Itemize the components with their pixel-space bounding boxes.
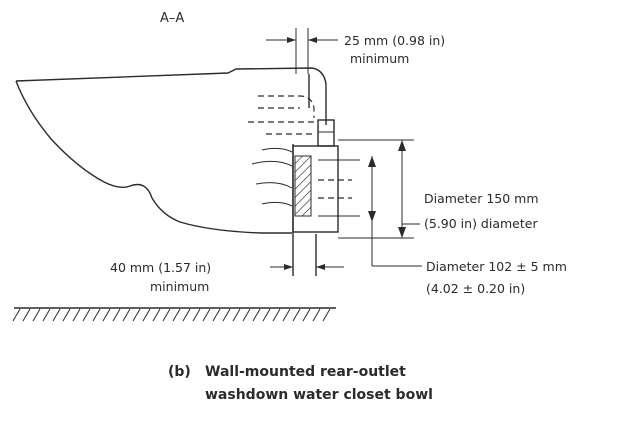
caption-letter: (b)	[168, 364, 191, 380]
bottom-gap-label-line2: minimum	[150, 279, 209, 294]
floor-hatch-mark	[292, 308, 301, 322]
floor-hatch-mark	[112, 308, 121, 322]
floor-hatch-mark	[42, 308, 51, 322]
inner-dim-arrow-top	[368, 156, 376, 167]
caption-line2: washdown water closet bowl	[205, 387, 433, 403]
floor-hatch-mark	[232, 308, 241, 322]
top-gap-label-line1: 25 mm (0.98 in)	[344, 33, 445, 48]
trap-dashed-top	[258, 95, 315, 118]
outlet-spigot	[292, 145, 339, 233]
floor-hatch-mark	[322, 308, 331, 322]
top-gap-label-line2: minimum	[350, 51, 409, 66]
floor-hatch-mark	[172, 308, 181, 322]
outer-dim-arrow-top	[398, 140, 406, 151]
outer-diameter-label-line1: Diameter 150 mm	[424, 191, 539, 206]
floor-hatch-mark	[132, 308, 141, 322]
floor-hatch-mark	[202, 308, 211, 322]
floor-hatch-mark	[222, 308, 231, 322]
flow-curve-1	[261, 147, 293, 153]
caption-line1: Wall-mounted rear-outlet	[205, 364, 406, 380]
inner-diameter-label-line2: (4.02 ± 0.20 in)	[426, 281, 525, 296]
floor-hatch-mark	[242, 308, 251, 322]
outlet-seal-hatch	[294, 155, 312, 217]
floor-hatching	[12, 308, 331, 322]
floor-hatch-mark	[82, 308, 91, 322]
inner-diameter-label-line1: Diameter 102 ± 5 mm	[426, 259, 567, 274]
bottom-dim-arrow-left	[284, 264, 293, 270]
floor-hatch-mark	[282, 308, 291, 322]
floor-hatch-mark	[62, 308, 71, 322]
bottom-dim-arrow-right	[316, 264, 325, 270]
floor-hatch-mark	[72, 308, 81, 322]
floor-hatch-mark	[142, 308, 151, 322]
floor-hatch-mark	[102, 308, 111, 322]
flow-curve-4	[261, 201, 293, 207]
floor-hatch-mark	[252, 308, 261, 322]
outer-dim-arrow-bottom	[398, 227, 406, 238]
top-dim-arrow-right	[308, 37, 317, 43]
floor-hatch-mark	[312, 308, 321, 322]
floor-hatch-mark	[272, 308, 281, 322]
floor-hatch-mark	[92, 308, 101, 322]
floor-hatch-mark	[122, 308, 131, 322]
trap-dashed-lower	[248, 121, 314, 135]
floor-hatch-mark	[262, 308, 271, 322]
floor-hatch-mark	[152, 308, 161, 322]
section-label: A–A	[160, 11, 184, 26]
floor-hatch-mark	[192, 308, 201, 322]
floor-hatch-mark	[302, 308, 311, 322]
flow-curve-2	[251, 160, 293, 167]
floor-hatch-mark	[162, 308, 171, 322]
floor-hatch-mark	[212, 308, 221, 322]
bowl-outline	[15, 67, 327, 234]
inner-dim-arrow-bottom	[368, 211, 376, 222]
floor-hatch-mark	[22, 308, 31, 322]
bottom-gap-label-line1: 40 mm (1.57 in)	[110, 260, 211, 275]
floor-hatch-mark	[32, 308, 41, 322]
top-dim-arrow-left	[287, 37, 296, 43]
floor-hatch-mark	[12, 308, 21, 322]
flow-curve-3	[255, 182, 293, 189]
floor-hatch-mark	[182, 308, 191, 322]
outer-diameter-label-line2: (5.90 in) diameter	[424, 216, 538, 231]
floor-hatch-mark	[52, 308, 61, 322]
